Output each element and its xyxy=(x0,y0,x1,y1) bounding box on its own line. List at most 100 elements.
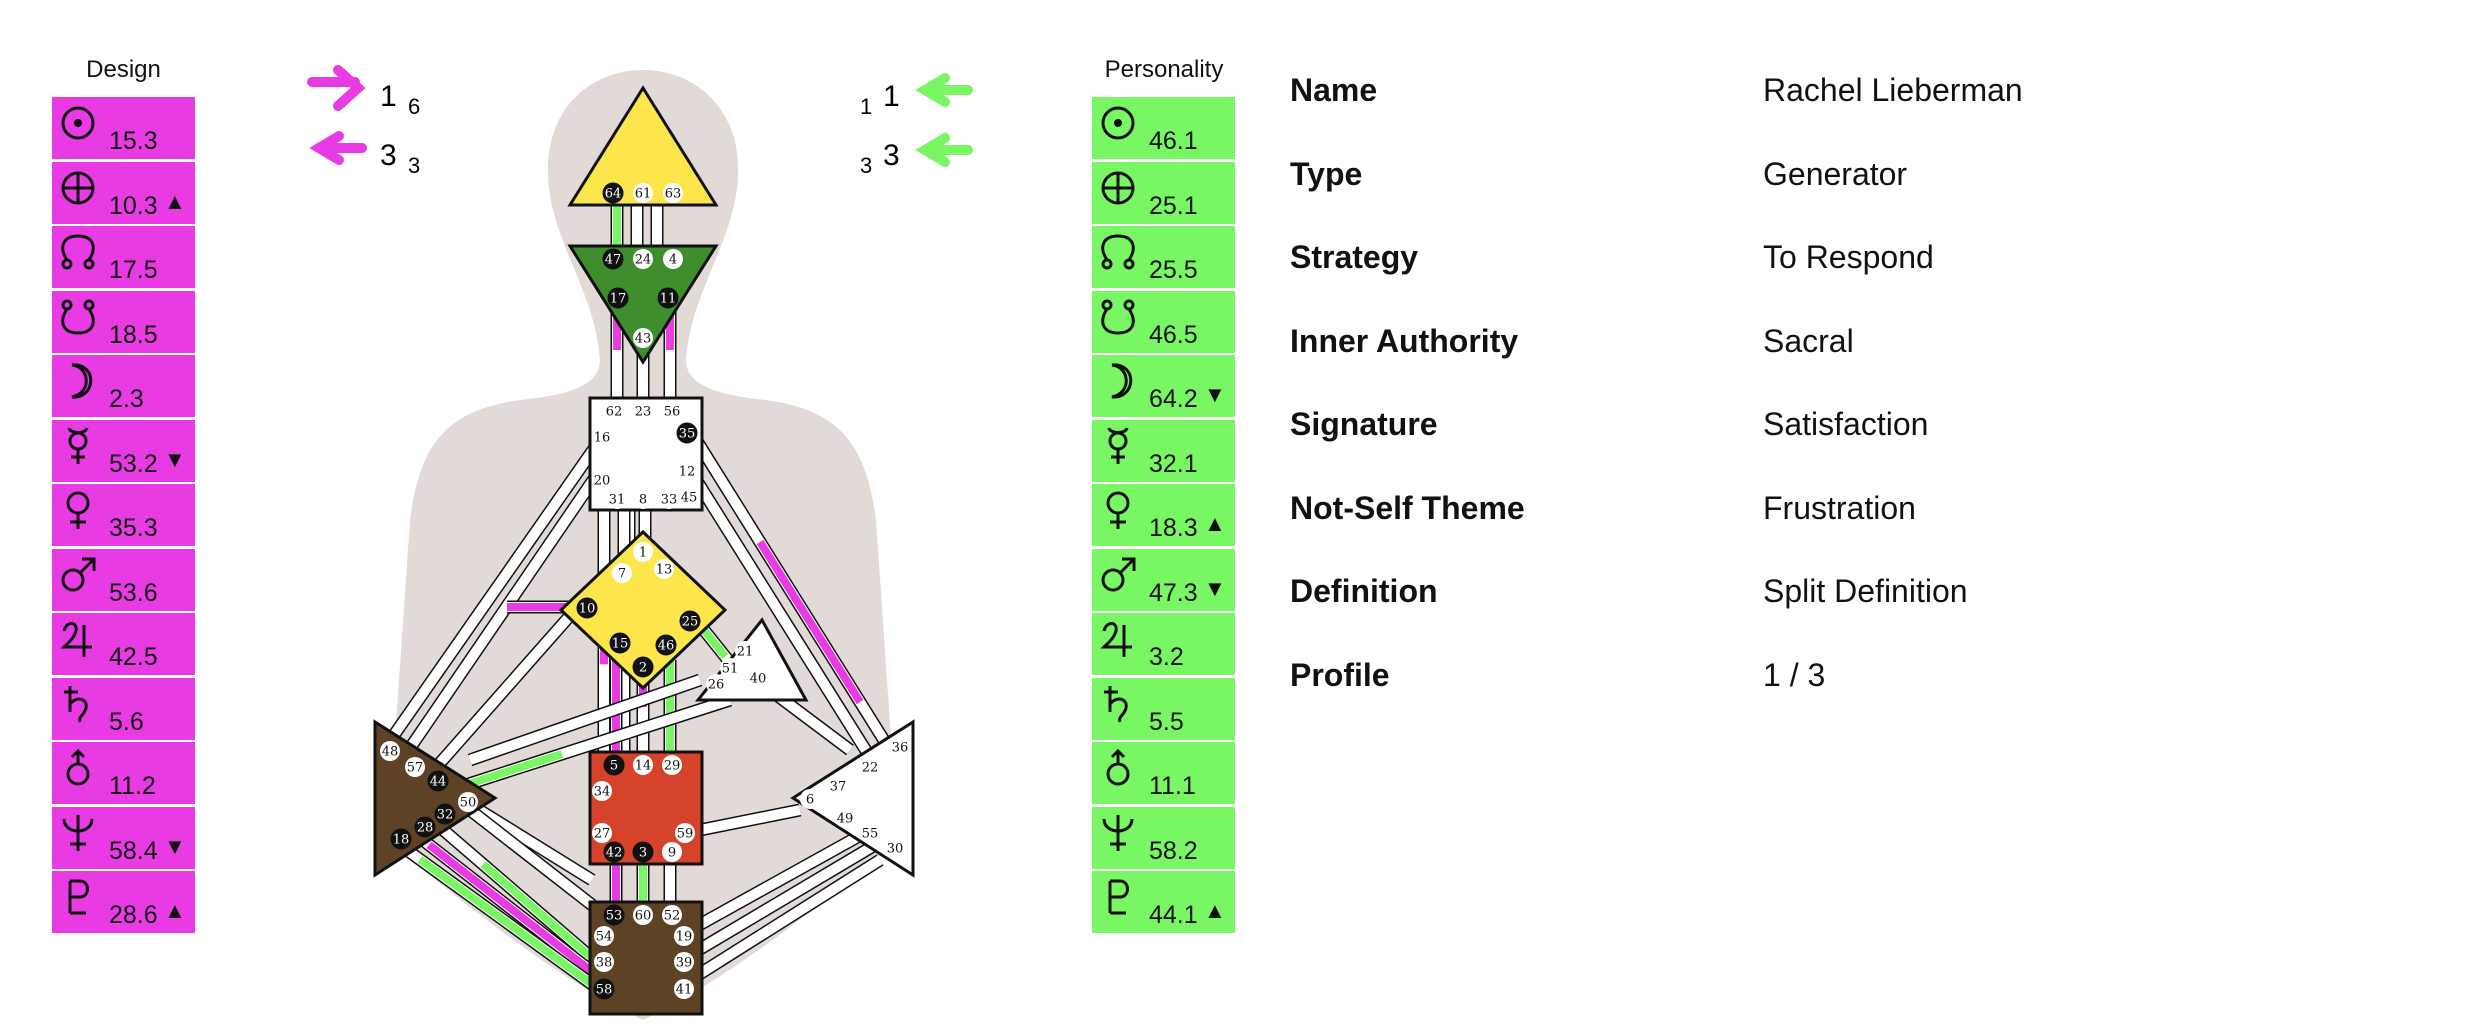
throat-gate: 62 xyxy=(604,401,624,421)
throat-gate: 12 xyxy=(677,461,697,481)
design-planet-row: 53.2▼ xyxy=(52,419,195,482)
svg-text:39: 39 xyxy=(676,956,693,971)
solar-gate: 22 xyxy=(860,757,880,777)
info-label: Strategy xyxy=(1290,239,1419,275)
solar-gate: 37 xyxy=(828,776,848,796)
pluto-icon xyxy=(68,879,89,915)
g-center xyxy=(558,529,728,691)
venus-icon xyxy=(66,491,90,529)
throat-gate: 20 xyxy=(592,470,612,490)
planet-arrow: ▲ xyxy=(164,188,186,214)
planet-gate-value: 11.1 xyxy=(1149,772,1196,800)
uranus-icon xyxy=(1106,748,1130,786)
svg-text:22: 22 xyxy=(862,761,879,776)
jupiter-icon xyxy=(1100,622,1132,657)
root-gate: 52 xyxy=(662,905,682,925)
design-planet-row: 5.6 xyxy=(52,677,195,740)
heart-gate: 40 xyxy=(748,668,768,688)
g-gate: 15 xyxy=(609,632,631,654)
root-gate: 58 xyxy=(593,978,615,1000)
svg-text:31: 31 xyxy=(609,493,626,508)
design-planet-row: 58.4▼ xyxy=(52,806,195,869)
channel xyxy=(406,824,604,984)
planet-gate-value: 2.3 xyxy=(109,385,144,413)
channel xyxy=(686,839,879,961)
channel xyxy=(684,466,881,769)
venus-icon xyxy=(1106,491,1130,529)
sacral-gate: 42 xyxy=(603,841,625,863)
personality-variable-2-small: 3 xyxy=(860,153,872,178)
personality-planet-row: 25.5 xyxy=(1092,226,1235,288)
svg-text:64: 64 xyxy=(605,187,622,202)
svg-text:54: 54 xyxy=(596,930,613,945)
spleen-gate: 57 xyxy=(405,757,425,777)
g-gate: 25 xyxy=(679,610,701,632)
personality-planet-row: 46.1 xyxy=(1092,97,1235,159)
planet-gate-value: 3.2 xyxy=(1149,643,1184,671)
planet-gate-value: 28.6 xyxy=(109,901,158,929)
throat-gate: 31 xyxy=(607,489,627,509)
personality-title: Personality xyxy=(1104,56,1224,83)
channel xyxy=(389,466,606,774)
planet-gate-value: 25.1 xyxy=(1149,191,1198,220)
throat-gate: 35 xyxy=(676,422,698,444)
uranus-icon xyxy=(66,748,90,786)
design-planet-row: 28.6▲ xyxy=(52,871,195,933)
info-label: Not-Self Theme xyxy=(1290,489,1525,526)
g-gate: 46 xyxy=(655,634,677,656)
design-planet-row: 42.5 xyxy=(52,613,195,675)
sacral-gate: 5 xyxy=(603,754,625,776)
head-gate: 64 xyxy=(602,182,624,204)
personality-variable-1-small: 1 xyxy=(860,94,872,119)
personality-planet-row: 58.2 xyxy=(1092,806,1235,869)
moon-icon xyxy=(71,363,93,399)
design-planet-row: 35.3 xyxy=(52,484,195,546)
head-gate: 61 xyxy=(633,183,653,203)
sun-icon xyxy=(61,106,95,140)
planet-gate-value: 58.2 xyxy=(1149,836,1198,865)
spleen-gate: 32 xyxy=(434,803,456,825)
svg-text:45: 45 xyxy=(681,491,698,506)
channel xyxy=(686,854,884,986)
ajna-gate: 47 xyxy=(602,248,624,270)
planet-gate-value: 64.2 xyxy=(1149,385,1198,413)
personality-planet-row: 5.5 xyxy=(1092,677,1235,740)
svg-text:63: 63 xyxy=(665,187,682,202)
svg-text:55: 55 xyxy=(862,827,879,842)
earth-icon xyxy=(1101,171,1135,204)
svg-text:44: 44 xyxy=(430,775,447,790)
svg-text:58: 58 xyxy=(596,983,613,998)
g-gate: 7 xyxy=(612,563,632,583)
sacral-gate: 59 xyxy=(675,823,695,843)
pluto-icon xyxy=(1108,879,1129,915)
planet-gate-value: 10.3 xyxy=(109,191,158,220)
svg-text:17: 17 xyxy=(610,292,627,307)
info-value: Split Definition xyxy=(1763,573,1968,609)
north-node-icon xyxy=(1101,234,1135,270)
planet-gate-value: 53.6 xyxy=(109,578,158,607)
info-value: Rachel Lieberman xyxy=(1763,72,2023,108)
personality-variable-1-big: 1 xyxy=(883,80,900,113)
solar-gate: 36 xyxy=(890,737,910,757)
info-value: To Respond xyxy=(1763,239,1934,275)
solar-gate: 55 xyxy=(860,823,880,843)
root-gate: 41 xyxy=(674,979,694,999)
svg-text:2: 2 xyxy=(639,661,647,676)
svg-text:25: 25 xyxy=(682,615,699,630)
svg-text:51: 51 xyxy=(722,662,739,677)
personality-planet-row: 25.1 xyxy=(1092,161,1235,224)
svg-text:32: 32 xyxy=(437,808,454,823)
design-planet-row: 15.3 xyxy=(52,97,195,159)
channel xyxy=(466,804,596,911)
info-value: Frustration xyxy=(1763,489,1916,526)
design-planet-row: 2.3 xyxy=(52,355,195,417)
solar-center xyxy=(790,719,915,878)
planet-gate-value: 47.3 xyxy=(1149,578,1198,607)
g-gate: 10 xyxy=(576,597,598,619)
planet-gate-value: 18.5 xyxy=(109,320,158,349)
svg-text:61: 61 xyxy=(635,187,652,202)
mercury-icon xyxy=(1107,426,1129,464)
svg-text:14: 14 xyxy=(635,759,652,774)
heart-gate: 51 xyxy=(720,658,740,678)
